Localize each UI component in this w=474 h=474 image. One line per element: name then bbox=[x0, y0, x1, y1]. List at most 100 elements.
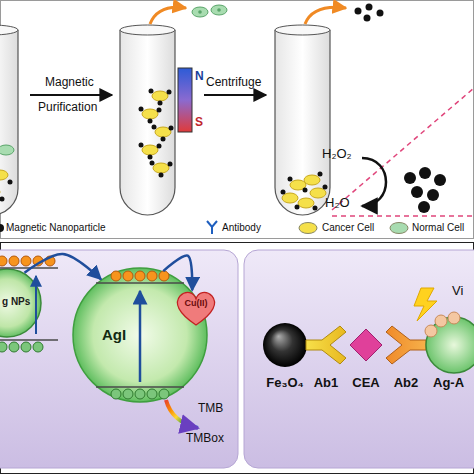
zoom-line bbox=[332, 88, 474, 210]
bead-outline bbox=[263, 323, 307, 367]
magnetic-nanoparticle bbox=[323, 185, 328, 190]
magnetic-nanoparticle bbox=[169, 126, 174, 131]
node-label: Ab1 bbox=[306, 376, 346, 390]
free-nanoparticle bbox=[364, 15, 371, 22]
node-label: Ab2 bbox=[386, 376, 426, 390]
sandwich-panel bbox=[244, 250, 474, 468]
pelleted-cells bbox=[281, 172, 328, 211]
magnet-bar bbox=[178, 68, 192, 132]
magnetic-nanoparticle bbox=[148, 155, 153, 160]
cancer-cell bbox=[282, 193, 298, 203]
chemical-formula: H₂O bbox=[325, 196, 350, 210]
magnetic-nanoparticle bbox=[159, 173, 164, 178]
probe-sphere: Ag-A bbox=[424, 322, 474, 402]
detection-antibody: Ab2 bbox=[386, 322, 426, 402]
cancer-cell bbox=[142, 109, 158, 119]
free-nanoparticle bbox=[355, 8, 362, 15]
normal-cell bbox=[192, 7, 208, 17]
magnetic-nanoparticle bbox=[295, 205, 300, 210]
substrate-label: TMB bbox=[198, 402, 223, 415]
test-tube bbox=[0, 30, 18, 215]
semiconductor-circle: AgI bbox=[72, 267, 208, 403]
nanoparticle-circle: g NPs bbox=[0, 268, 42, 338]
node-label: Ag-A bbox=[433, 376, 464, 390]
zoom-line bbox=[332, 215, 474, 217]
normal-cell bbox=[0, 145, 14, 155]
magnetic-nanoparticle bbox=[139, 107, 144, 112]
electron bbox=[45, 256, 55, 266]
magnetic-nanoparticle bbox=[303, 188, 308, 193]
magnetic-bead: Fe₃O₄ bbox=[262, 322, 308, 402]
light-label: Vi bbox=[452, 284, 463, 298]
process-arrow bbox=[30, 94, 112, 96]
step-label: Magnetic bbox=[45, 76, 94, 89]
hole bbox=[9, 342, 19, 352]
magnetic-nanoparticle bbox=[148, 119, 153, 124]
step-label: Centrifuge bbox=[206, 76, 261, 89]
nanoparticle-icon bbox=[0, 224, 4, 232]
electron-transfer-arrow bbox=[25, 254, 101, 279]
legend-swatch bbox=[390, 223, 408, 234]
removal-arrow bbox=[305, 7, 346, 24]
magnetic-nanoparticle bbox=[158, 101, 163, 106]
cancer-cell bbox=[142, 145, 158, 155]
legend-text: Magnetic Nanoparticle bbox=[6, 222, 106, 233]
magnetic-nanoparticle bbox=[281, 190, 286, 195]
electron bbox=[33, 256, 43, 266]
hole bbox=[33, 342, 43, 352]
magnetic-nanoparticle bbox=[157, 144, 162, 149]
legend-text: Antibody bbox=[222, 222, 261, 233]
capture-antibody: Ab1 bbox=[306, 322, 346, 402]
node-label: g NPs bbox=[2, 296, 30, 307]
tube-rim bbox=[275, 25, 330, 35]
magnetic-nanoparticle bbox=[167, 90, 172, 95]
top-panel-frame bbox=[1, 1, 474, 239]
cancer-cell bbox=[304, 175, 320, 185]
magnetic-nanoparticle bbox=[152, 125, 157, 130]
antibody-shape bbox=[306, 326, 346, 364]
heart-outline bbox=[177, 292, 214, 325]
cancer-cell bbox=[153, 163, 169, 173]
process-arrow bbox=[204, 94, 266, 96]
magnetic-nanoparticle bbox=[139, 143, 144, 148]
test-tube bbox=[275, 30, 330, 215]
circle-outline bbox=[0, 269, 41, 337]
node-label: Fe₃O₄ bbox=[256, 376, 314, 390]
node-label: AgI bbox=[102, 327, 126, 344]
magnetic-nanoparticle bbox=[149, 89, 154, 94]
light-bolt bbox=[414, 288, 437, 321]
normal-cell bbox=[211, 5, 227, 15]
legend-text: Normal Cell bbox=[412, 222, 464, 233]
magnetic-nanoparticle bbox=[168, 162, 173, 167]
catalyst-particle bbox=[419, 167, 431, 179]
cell-nucleus bbox=[198, 10, 202, 14]
catalyst-particle bbox=[427, 189, 439, 201]
oxidation-arrow bbox=[166, 400, 198, 428]
cancer-cell bbox=[298, 198, 314, 208]
magnetic-nanoparticle bbox=[318, 172, 323, 177]
magnetic-nanoparticle bbox=[288, 177, 293, 182]
magnetic-nanoparticle bbox=[157, 108, 162, 113]
antibody-shape bbox=[386, 326, 426, 364]
chemical-formula: H₂O₂ bbox=[322, 147, 352, 161]
valence-band bbox=[0, 339, 58, 341]
node-label: S bbox=[195, 116, 203, 129]
cell-nucleus bbox=[217, 8, 221, 12]
step-label: Purification bbox=[38, 101, 97, 114]
reaction-arrow bbox=[362, 158, 386, 206]
hole bbox=[21, 342, 31, 352]
circle-outline bbox=[73, 268, 207, 402]
product-label: TMBox bbox=[186, 432, 224, 445]
free-nanoparticle bbox=[377, 10, 384, 17]
node-shape bbox=[72, 267, 208, 403]
catalyst-particle bbox=[418, 201, 430, 213]
catalyst-particle bbox=[434, 174, 446, 186]
ion-shape: Cu(II) bbox=[174, 290, 218, 326]
node-label: CEA bbox=[346, 376, 386, 390]
diamond-outline bbox=[350, 329, 382, 361]
legend-text: Cancer Cell bbox=[322, 222, 374, 233]
legend-swatch bbox=[299, 223, 317, 234]
captured-cells bbox=[139, 89, 174, 178]
